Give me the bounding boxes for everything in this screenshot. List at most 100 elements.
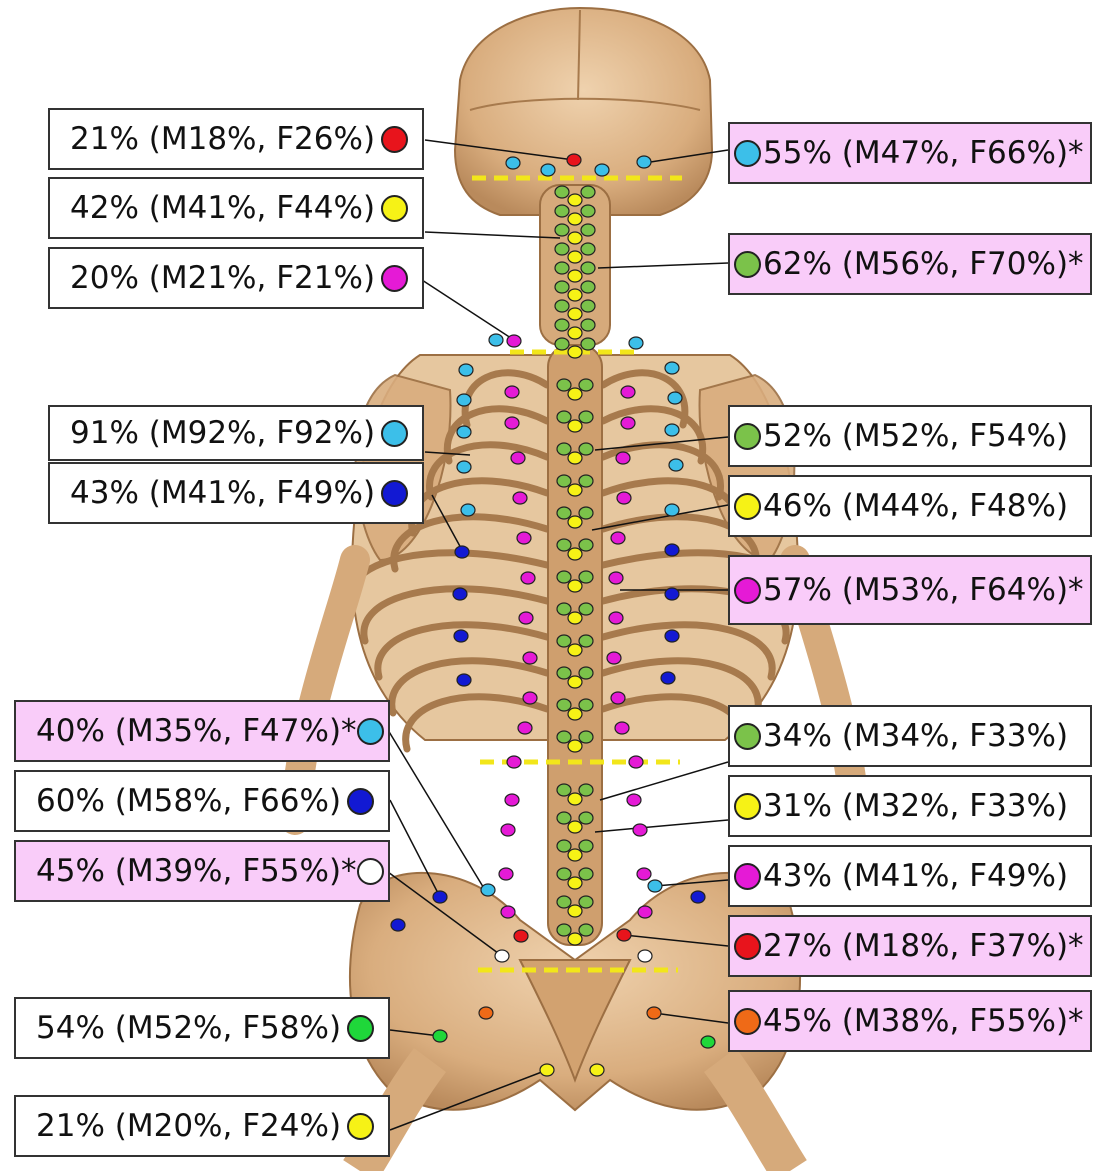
marker-light_blue: [541, 164, 555, 176]
marker-magenta: [507, 756, 521, 768]
callout-r10: 45% (M38%, F55%)*: [728, 990, 1092, 1052]
marker-olive_green: [581, 224, 595, 236]
marker-yellow: [568, 420, 582, 432]
marker-magenta: [621, 417, 635, 429]
legend-dot-olive_green: [734, 423, 761, 450]
marker-olive_green: [581, 243, 595, 255]
callout-r2: 62% (M56%, F70%)*: [728, 233, 1092, 295]
callout-l7: 60% (M58%, F66%): [14, 770, 390, 832]
legend-dot-dark_blue: [381, 480, 408, 507]
leader-line-l6: [388, 730, 485, 890]
callout-text: 62% (M56%, F70%)*: [763, 246, 1084, 282]
marker-dark_blue: [665, 630, 679, 642]
marker-olive_green: [557, 731, 571, 743]
legend-dot-light_blue: [357, 718, 384, 745]
callout-text: 31% (M32%, F33%): [763, 788, 1068, 824]
marker-yellow: [568, 213, 582, 225]
marker-light_blue: [459, 364, 473, 376]
legend-dot-magenta: [734, 863, 761, 890]
legend-dot-red: [734, 933, 761, 960]
legend-dot-yellow: [381, 195, 408, 222]
marker-magenta: [627, 794, 641, 806]
marker-yellow: [568, 676, 582, 688]
marker-olive_green: [579, 571, 593, 583]
marker-dark_blue: [665, 544, 679, 556]
marker-magenta: [505, 417, 519, 429]
marker-magenta: [611, 532, 625, 544]
marker-white: [495, 950, 509, 962]
marker-olive_green: [579, 539, 593, 551]
marker-magenta: [617, 492, 631, 504]
callout-l2: 42% (M41%, F44%): [48, 177, 424, 239]
callout-text: 52% (M52%, F54%): [763, 418, 1068, 454]
legend-dot-olive_green: [734, 723, 761, 750]
callout-text: 55% (M47%, F66%)*: [763, 135, 1084, 171]
marker-green: [701, 1036, 715, 1048]
marker-olive_green: [557, 896, 571, 908]
marker-olive_green: [555, 205, 569, 217]
leader-line-l3: [422, 280, 514, 340]
marker-yellow: [568, 327, 582, 339]
marker-magenta: [638, 906, 652, 918]
marker-olive_green: [581, 281, 595, 293]
callout-l9: 54% (M52%, F58%): [14, 997, 390, 1059]
marker-light_blue: [665, 424, 679, 436]
marker-light_blue: [457, 426, 471, 438]
callout-text: 57% (M53%, F64%)*: [763, 572, 1084, 608]
marker-light_blue: [457, 394, 471, 406]
marker-yellow: [568, 877, 582, 889]
callout-r6: 34% (M34%, F33%): [728, 705, 1092, 767]
marker-light_blue: [489, 334, 503, 346]
marker-olive_green: [579, 603, 593, 615]
marker-magenta: [501, 906, 515, 918]
marker-olive_green: [581, 300, 595, 312]
marker-dark_blue: [661, 672, 675, 684]
leader-line-r6: [600, 762, 728, 800]
marker-yellow: [568, 708, 582, 720]
marker-yellow: [568, 644, 582, 656]
marker-magenta: [519, 612, 533, 624]
marker-dark_blue: [691, 891, 705, 903]
leader-line-r7: [595, 820, 728, 832]
callout-text: 20% (M21%, F21%): [70, 260, 375, 296]
callout-l1: 21% (M18%, F26%): [48, 108, 424, 170]
marker-olive_green: [555, 262, 569, 274]
marker-olive_green: [557, 699, 571, 711]
marker-olive_green: [555, 281, 569, 293]
marker-magenta: [611, 692, 625, 704]
marker-yellow: [568, 793, 582, 805]
marker-olive_green: [557, 603, 571, 615]
marker-light_blue: [665, 362, 679, 374]
callout-text: 45% (M38%, F55%)*: [763, 1003, 1084, 1039]
marker-white: [638, 950, 652, 962]
marker-dark_blue: [455, 546, 469, 558]
marker-olive_green: [581, 338, 595, 350]
marker-magenta: [499, 868, 513, 880]
marker-yellow: [568, 289, 582, 301]
marker-olive_green: [557, 443, 571, 455]
marker-olive_green: [579, 379, 593, 391]
callout-text: 43% (M41%, F49%): [763, 858, 1068, 894]
marker-light_blue: [595, 164, 609, 176]
marker-olive_green: [579, 411, 593, 423]
marker-olive_green: [579, 475, 593, 487]
marker-olive_green: [557, 784, 571, 796]
marker-olive_green: [555, 319, 569, 331]
marker-olive_green: [557, 840, 571, 852]
marker-magenta: [633, 824, 647, 836]
marker-olive_green: [579, 667, 593, 679]
marker-olive_green: [555, 300, 569, 312]
marker-magenta: [615, 722, 629, 734]
marker-olive_green: [581, 262, 595, 274]
callout-l6: 40% (M35%, F47%)*: [14, 700, 390, 762]
marker-yellow: [568, 905, 582, 917]
marker-magenta: [607, 652, 621, 664]
marker-magenta: [523, 652, 537, 664]
callout-r5: 57% (M53%, F64%)*: [728, 555, 1092, 625]
callout-r1: 55% (M47%, F66%)*: [728, 122, 1092, 184]
marker-yellow: [568, 308, 582, 320]
marker-dark_blue: [453, 588, 467, 600]
marker-yellow: [568, 251, 582, 263]
marker-light_blue: [669, 459, 683, 471]
